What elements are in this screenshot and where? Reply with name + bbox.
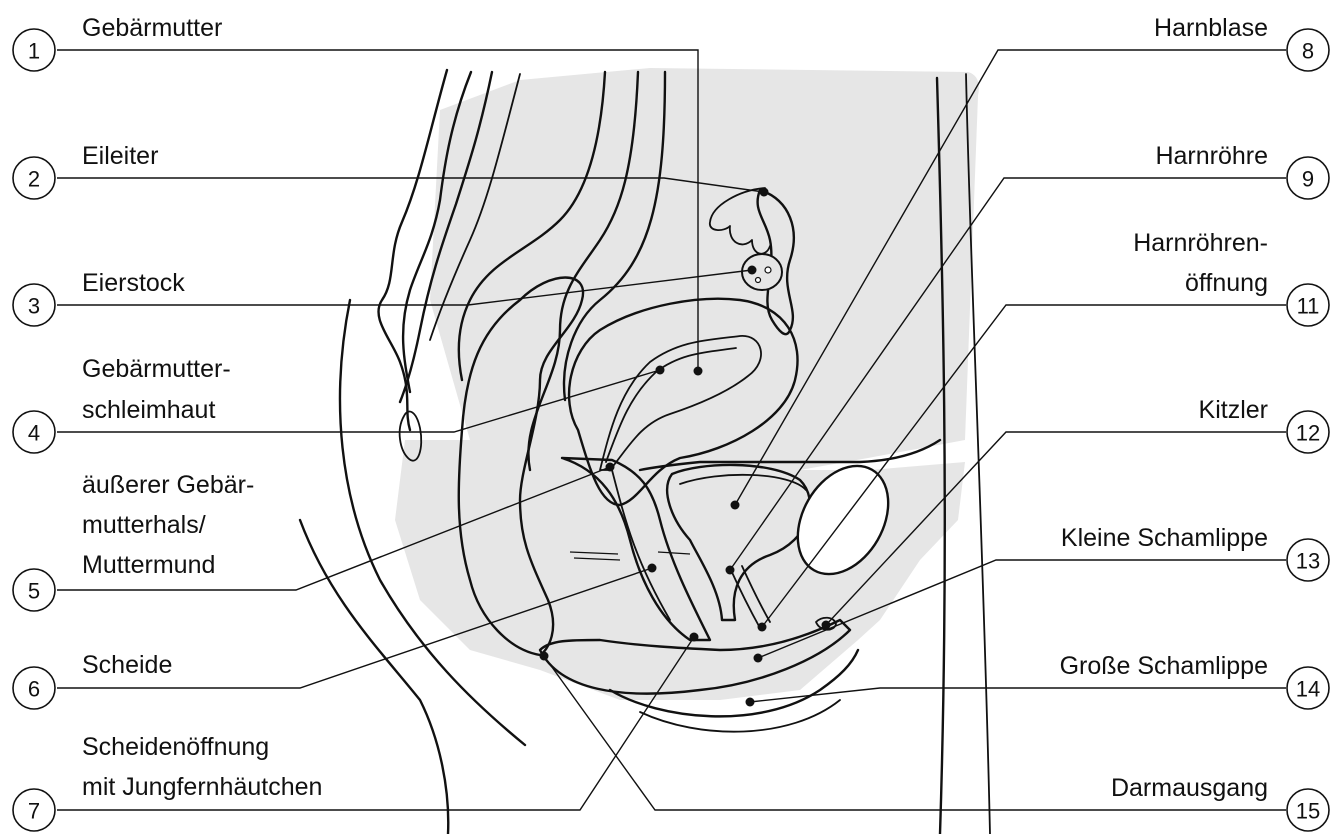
label-endometrium: schleimhaut bbox=[82, 396, 215, 424]
label-ovary: Eierstock bbox=[82, 269, 185, 297]
anchor-dot bbox=[754, 654, 763, 663]
label-number: 2 bbox=[28, 167, 40, 192]
anchor-dot bbox=[758, 623, 767, 632]
label-number: 14 bbox=[1296, 677, 1320, 702]
label-number: 12 bbox=[1296, 421, 1320, 446]
label-cervix: Muttermund bbox=[82, 551, 215, 579]
anchor-dot bbox=[748, 266, 757, 275]
label-cervix: mutterhals/ bbox=[82, 511, 206, 539]
label-number: 4 bbox=[28, 421, 40, 446]
leader-line bbox=[750, 688, 1286, 702]
label-bladder: Harnblase bbox=[1154, 14, 1268, 42]
label-cervix: äußerer Gebär- bbox=[82, 471, 254, 499]
anchor-dot bbox=[731, 501, 740, 510]
label-number: 6 bbox=[28, 677, 40, 702]
anchor-dot bbox=[746, 698, 755, 707]
label-anus: Darmausgang bbox=[1111, 774, 1268, 802]
label-number: 13 bbox=[1296, 549, 1320, 574]
label-labia-minora: Kleine Schamlippe bbox=[1061, 524, 1268, 552]
label-number: 9 bbox=[1302, 167, 1314, 192]
anchor-dot bbox=[694, 367, 703, 376]
pelvis-illustration bbox=[300, 68, 990, 834]
label-uterus: Gebärmutter bbox=[82, 14, 222, 42]
anchor-dot bbox=[656, 366, 665, 375]
label-vaginal-opening: Scheidenöffnung bbox=[82, 733, 269, 761]
anchor-dot bbox=[726, 566, 735, 575]
abdomen-region bbox=[430, 68, 979, 470]
label-number: 7 bbox=[28, 799, 40, 824]
follicle bbox=[756, 278, 761, 283]
follicle bbox=[765, 267, 771, 273]
label-labia-majora: Große Schamlippe bbox=[1060, 652, 1268, 680]
anchor-dot bbox=[760, 188, 769, 197]
label-number: 1 bbox=[28, 39, 40, 64]
anchor-dot bbox=[690, 633, 699, 642]
label-urethral-opening: Harnröhren- bbox=[1133, 229, 1268, 257]
anchor-dot bbox=[606, 463, 615, 472]
label-number: 3 bbox=[28, 294, 40, 319]
label-vaginal-opening: mit Jungfernhäutchen bbox=[82, 773, 322, 801]
label-number: 8 bbox=[1302, 39, 1314, 64]
label-endometrium: Gebärmutter- bbox=[82, 355, 231, 383]
anchor-dot bbox=[540, 652, 549, 661]
label-urethra: Harnröhre bbox=[1155, 142, 1268, 170]
label-urethral-opening: öffnung bbox=[1185, 269, 1268, 297]
label-clitoris: Kitzler bbox=[1199, 396, 1268, 424]
label-fallopian-tube: Eileiter bbox=[82, 142, 158, 170]
label-vagina: Scheide bbox=[82, 651, 172, 679]
label-number: 5 bbox=[28, 579, 40, 604]
anchor-dot bbox=[822, 621, 831, 630]
label-number: 15 bbox=[1296, 799, 1320, 824]
label-number: 11 bbox=[1297, 294, 1320, 319]
anchor-dot bbox=[648, 564, 657, 573]
